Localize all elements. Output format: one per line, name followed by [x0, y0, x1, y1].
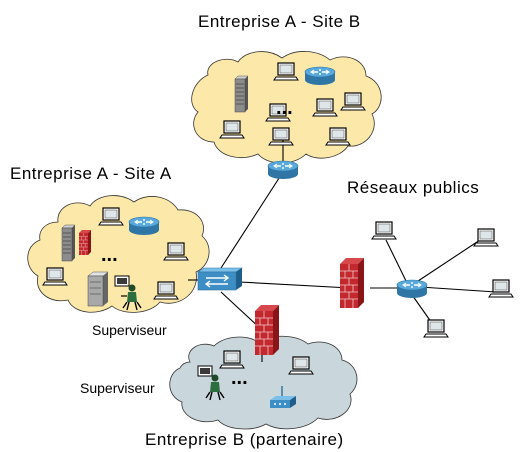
public-network-devices — [371, 221, 514, 338]
server-icon — [234, 75, 249, 113]
router-icon — [396, 279, 428, 299]
computer-icon — [340, 92, 366, 111]
router-icon — [128, 216, 160, 236]
computer-icon — [42, 267, 68, 286]
computer-icon — [312, 98, 338, 117]
router-icon — [304, 66, 336, 86]
ellipsis-partner: ... — [231, 367, 248, 389]
label-site-a: Entreprise A - Site A — [10, 164, 172, 183]
computer-icon — [288, 356, 314, 375]
computer-icon — [219, 120, 245, 139]
computer-icon — [325, 127, 351, 146]
computer-icon — [153, 281, 179, 300]
computer-icon — [273, 62, 299, 81]
computer-icon — [423, 319, 449, 338]
ellipsis-site-b: ... — [276, 97, 293, 119]
computer-icon — [488, 279, 514, 298]
label-site-b: Entreprise A - Site B — [198, 12, 361, 31]
site-b-devices: ... — [219, 62, 366, 146]
label-supervisor-site-a: Superviseur — [92, 322, 167, 338]
wireless-access-point-icon — [270, 386, 296, 408]
ellipsis-site-a: ... — [101, 244, 118, 266]
firewall-icon — [254, 304, 280, 356]
supervisor-icon — [197, 365, 225, 401]
supervisor-icon — [114, 275, 142, 311]
label-supervisor-partner: Superviseur — [80, 380, 155, 396]
label-partner: Entreprise B (partenaire) — [145, 430, 344, 449]
network-links — [188, 140, 497, 362]
label-public-networks: Réseaux publics — [347, 178, 480, 197]
computer-icon — [163, 242, 189, 261]
server-icon — [87, 271, 109, 307]
computer-icon — [219, 350, 245, 369]
cloud-partner — [169, 335, 358, 430]
computer-icon — [473, 228, 499, 247]
router-icon — [267, 160, 299, 180]
firewall-icon — [78, 229, 92, 256]
computer-icon — [268, 127, 294, 146]
switch-icon — [197, 267, 243, 291]
partner-devices: ... — [197, 350, 314, 408]
site-a-devices: ... — [42, 207, 189, 311]
computer-icon — [98, 207, 124, 226]
computer-icon — [371, 221, 397, 240]
server-icon — [61, 224, 76, 262]
firewall-icon — [339, 257, 365, 309]
